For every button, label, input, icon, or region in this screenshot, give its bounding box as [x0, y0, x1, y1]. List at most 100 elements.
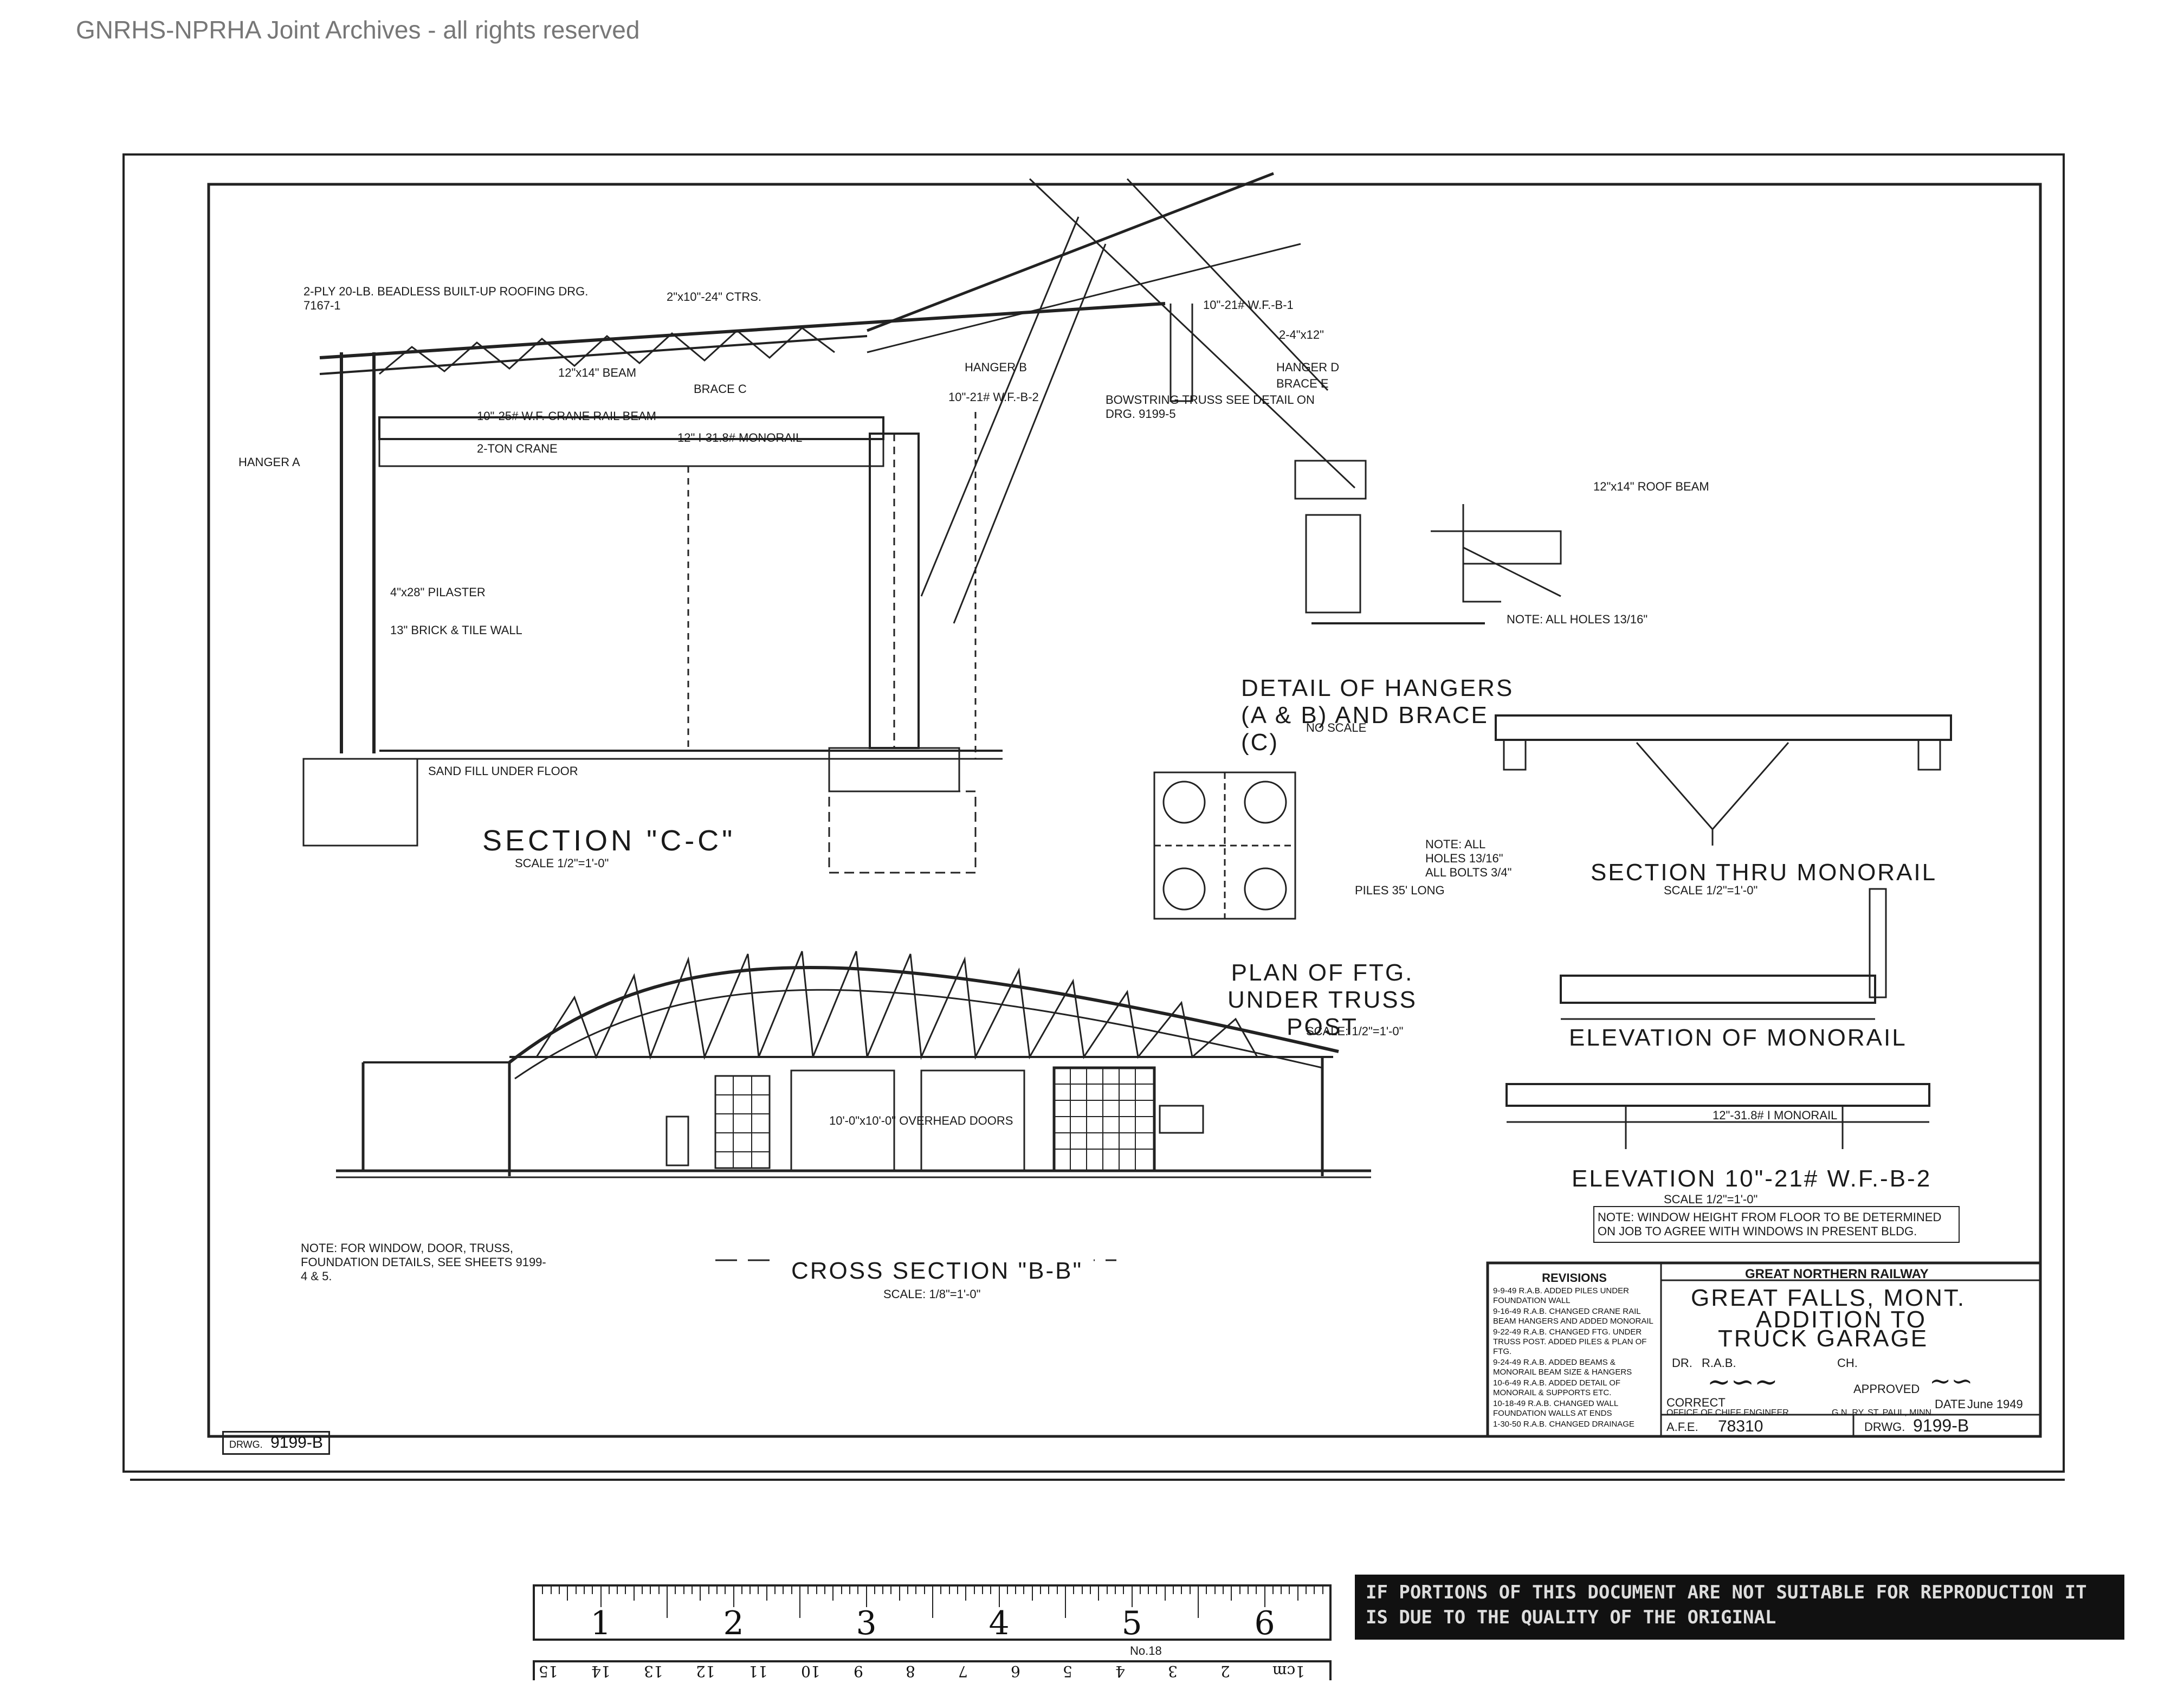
ruler-tick	[1222, 1585, 1224, 1594]
ruler-tick	[923, 1585, 925, 1594]
ruler-tick	[874, 1585, 875, 1594]
callout-2-4x12: 2-4"x12"	[1279, 328, 1324, 341]
office-label: OFFICE OF CHIEF ENGINEER	[1666, 1408, 1789, 1417]
callout-holes-bolts-note: NOTE: ALL HOLES 13/16" ALL BOLTS 3/4"	[1425, 837, 1512, 879]
date-label: DATE	[1935, 1397, 1966, 1411]
callout-hanger-d: HANGER D	[1276, 360, 1340, 374]
ruler-tick	[1023, 1585, 1025, 1594]
title-line-2: ADDITION TO	[1756, 1306, 1927, 1333]
revision-line: 1-30-50 R.A.B. CHANGED DRAINAGE	[1493, 1420, 1634, 1429]
ruler-tick	[832, 1585, 834, 1601]
footing-plan-title: PLAN OF FTG. UNDER TRUSS POST	[1227, 959, 1417, 1040]
callout-monorail-i: 12"-31.8# I MONORAIL	[1713, 1108, 1838, 1122]
drawn-value: R.A.B.	[1702, 1356, 1736, 1370]
ruler-inch-label: 1	[590, 1604, 611, 1642]
window-note: NOTE: WINDOW HEIGHT FROM FLOOR TO BE DET…	[1593, 1206, 1960, 1243]
ruler-tick	[716, 1585, 718, 1594]
details-note: NOTE: FOR WINDOW, DOOR, TRUSS, FOUNDATIO…	[301, 1241, 546, 1283]
ruler-tick	[1048, 1585, 1050, 1594]
cross-section-title: CROSS SECTION "B-B"	[780, 1258, 1094, 1285]
ruler-maker: No.18	[1130, 1644, 1162, 1658]
hanger-detail-title: DETAIL OF HANGERS (A & B) AND BRACE (C)	[1241, 675, 1514, 756]
section-cc-title: SECTION "C-C"	[482, 824, 736, 857]
callout-hanger-a: HANGER A	[238, 455, 300, 469]
callout-brace-c: BRACE C	[694, 382, 747, 396]
monorail-elevation-title: ELEVATION OF MONORAIL	[1569, 1024, 1907, 1051]
ruler-tick	[600, 1585, 602, 1607]
ruler-tick	[1306, 1585, 1307, 1594]
ruler-tick	[1040, 1585, 1042, 1594]
drawing-number-left: 9199-B	[270, 1434, 323, 1452]
date-value: June 1949	[1967, 1397, 2023, 1411]
cross-section-scale: SCALE: 1/8"=1'-0"	[883, 1287, 981, 1301]
drwg-label-right: DRWG.	[1864, 1420, 1905, 1434]
ruler-tick	[1297, 1585, 1298, 1601]
drwg-label-left: DRWG.	[229, 1439, 263, 1450]
ruler-tick	[907, 1585, 909, 1594]
ruler-tick	[1156, 1585, 1158, 1594]
ruler-tick	[1148, 1585, 1149, 1594]
ruler-tick	[973, 1585, 975, 1594]
callout-pilaster: 4"x28" PILASTER	[390, 585, 486, 599]
ruler-tick	[1198, 1585, 1199, 1618]
ruler-tick	[642, 1585, 643, 1594]
ruler-tick	[542, 1585, 544, 1594]
ruler-tick	[534, 1585, 535, 1618]
ruler-tick	[575, 1585, 577, 1594]
location-label: G.N. RY. ST. PAUL, MINN.	[1832, 1408, 1934, 1417]
callout-sand-fill: SAND FILL UNDER FLOOR	[428, 764, 578, 778]
ruler-tick	[1056, 1585, 1058, 1594]
afe-label: A.F.E.	[1666, 1420, 1698, 1434]
ruler-tick	[617, 1585, 618, 1594]
ruler-cm-label: 3	[1167, 1662, 1178, 1680]
section-cc-scale: SCALE 1/2"=1'-0"	[515, 856, 609, 870]
ruler-cm-label: 11	[748, 1662, 768, 1680]
ruler-tick	[683, 1585, 684, 1594]
callout-crane-rail-beam: 10"-25# W.F. CRANE RAIL BEAM	[477, 409, 656, 423]
ruler-tick	[1106, 1585, 1108, 1594]
revisions-header: REVISIONS	[1542, 1271, 1607, 1285]
ruler-tick	[915, 1585, 917, 1594]
ruler-tick	[1015, 1585, 1017, 1594]
ruler-tick	[741, 1585, 742, 1594]
callout-piles: PILES 35' LONG	[1355, 884, 1445, 897]
ruler-tick	[1256, 1585, 1257, 1594]
ruler-tick	[932, 1585, 933, 1618]
ruler-cm-label: 5	[1063, 1662, 1073, 1680]
ruler-tick	[558, 1585, 560, 1594]
ruler-tick	[691, 1585, 693, 1594]
beam-elevation-title: ELEVATION 10"-21# W.F.-B-2	[1572, 1165, 1932, 1192]
ruler-tick	[948, 1585, 950, 1594]
ruler-tick	[725, 1585, 726, 1594]
ruler-tick	[940, 1585, 942, 1594]
ruler-cm-label: 4	[1115, 1662, 1125, 1680]
callout-roofing: 2-PLY 20-LB. BEADLESS BUILT-UP ROOFING D…	[303, 285, 589, 312]
ruler-tick	[1322, 1585, 1323, 1594]
callout-overhead-doors: 10'-0"x10'-0" OVERHEAD DOORS	[829, 1114, 1013, 1127]
ruler-cm-label: 9	[853, 1662, 863, 1680]
ruler-tick	[774, 1585, 776, 1594]
ruler-tick	[633, 1585, 635, 1601]
revision-line: 10-18-49 R.A.B. CHANGED WALL FOUNDATION …	[1493, 1399, 1618, 1418]
ruler-tick	[1272, 1585, 1274, 1594]
afe-value: 78310	[1718, 1417, 1763, 1435]
ruler-tick	[807, 1585, 809, 1594]
correct-label: CORRECT	[1666, 1396, 1726, 1409]
ruler-tick	[824, 1585, 825, 1594]
ruler-tick	[1289, 1585, 1290, 1594]
signature-approved: ∼∽	[1929, 1366, 1973, 1396]
ruler-tick	[857, 1585, 859, 1594]
ruler-cm-label: 6	[1010, 1662, 1020, 1680]
drawn-label: DR.	[1672, 1356, 1692, 1370]
ruler-tick	[766, 1585, 767, 1601]
drawing-number-right: 9199-B	[1913, 1416, 1969, 1435]
ruler-cm-label: 8	[906, 1662, 916, 1680]
revision-line: 10-6-49 R.A.B. ADDED DETAIL OF MONORAIL …	[1493, 1378, 1621, 1397]
ruler-inch-label: 5	[1121, 1604, 1142, 1642]
ruler-tick	[733, 1585, 734, 1607]
ruler-tick	[799, 1585, 800, 1618]
